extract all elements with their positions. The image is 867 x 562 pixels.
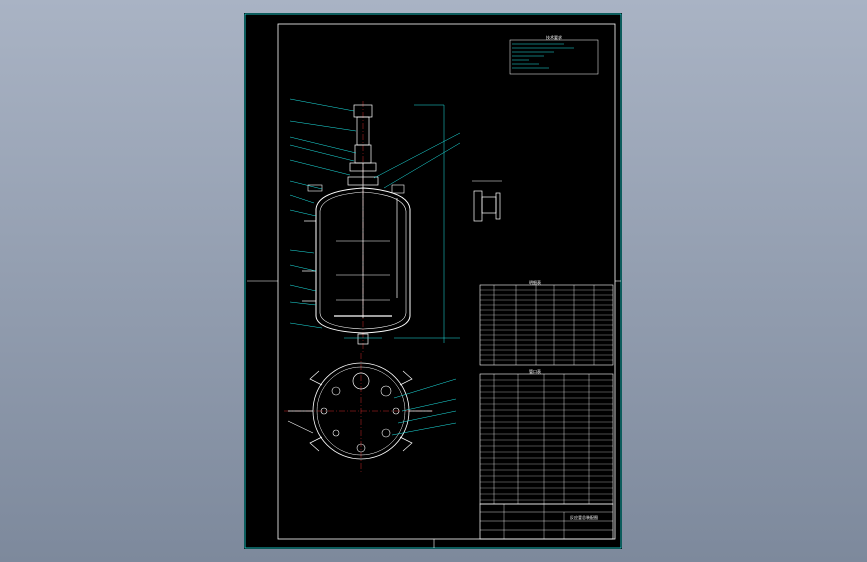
- nozzle-table-title: 管口表: [529, 368, 541, 374]
- callout-leaders-right: [373, 104, 461, 343]
- parts-table: 明细表: [479, 279, 614, 366]
- parts-table-title: 明细表: [529, 279, 541, 285]
- vessel-plan-view: [284, 353, 457, 473]
- tech-requirements-title: 技术要求: [546, 34, 562, 40]
- assembly-drawing: 技术要求: [244, 13, 622, 549]
- drawing-name: 反应釜总装配图: [570, 514, 598, 520]
- inner-frame: [277, 23, 616, 540]
- flange-detail: [472, 180, 502, 222]
- nozzle-table: 管口表: [479, 368, 614, 505]
- tech-requirements-block: 技术要求: [509, 34, 599, 75]
- title-block: 反应釜总装配图: [479, 503, 614, 540]
- callout-leaders-left: [289, 98, 357, 329]
- drawing-sheet: 技术要求: [244, 13, 622, 549]
- vessel-elevation: [302, 101, 411, 353]
- outer-frame: [244, 13, 622, 549]
